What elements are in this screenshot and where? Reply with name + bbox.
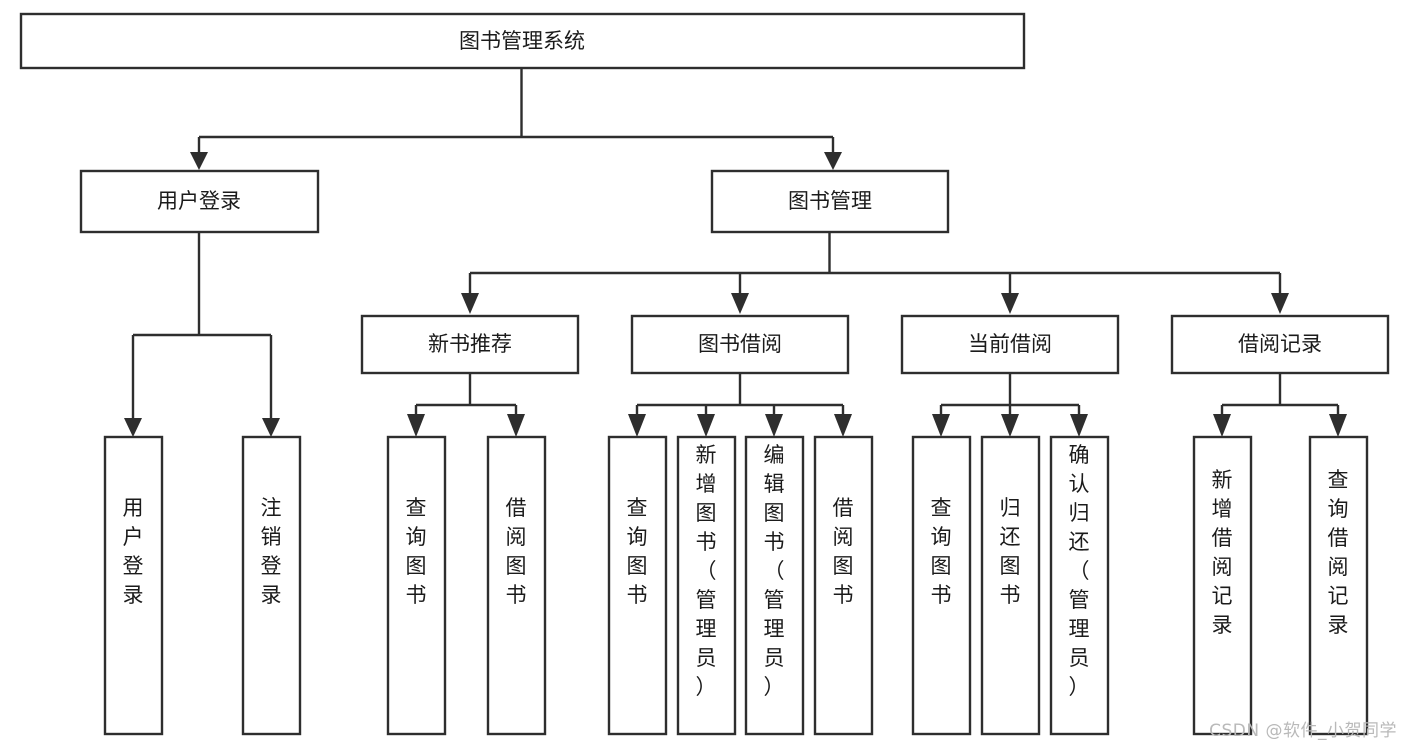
node-root[interactable]: 图书管理系统 [19, 12, 1026, 70]
arrowhead-icon [1070, 414, 1088, 437]
node-leaf-user-login-label: 用户登录 [123, 496, 144, 607]
node-leaf-return-book[interactable]: 归还图书 [980, 435, 1041, 736]
arrowhead-icon [1271, 293, 1289, 314]
node-leaf-borrow-book-2-label: 借阅图书 [833, 496, 854, 607]
node-leaf-borrow-book-1-box[interactable] [486, 435, 547, 736]
node-new-book-rec-label: 新书推荐 [428, 332, 512, 356]
node-borrow-record-label: 借阅记录 [1238, 332, 1322, 356]
node-leaf-logout-label: 注销登录 [261, 496, 282, 607]
node-leaf-query-book-3-box[interactable] [911, 435, 972, 736]
node-leaf-query-book-3[interactable]: 查询图书 [911, 435, 972, 736]
node-leaf-user-login-box[interactable] [103, 435, 164, 736]
node-user-login-box[interactable] [79, 169, 320, 234]
node-leaf-borrow-book-2-box[interactable] [813, 435, 874, 736]
node-current-borrow-box[interactable] [900, 314, 1120, 375]
node-borrow-record[interactable]: 借阅记录 [1170, 314, 1390, 375]
node-leaf-query-book-2-box[interactable] [607, 435, 668, 736]
connector-bookmanage-to-level3 [468, 232, 1282, 307]
node-current-borrow[interactable]: 当前借阅 [900, 314, 1120, 375]
connector-borrowrecord-to-leaves [1220, 373, 1340, 428]
node-leaf-edit-book[interactable]: 编辑图书（管理员） [744, 435, 805, 736]
arrowhead-icon [1329, 414, 1347, 437]
node-leaf-confirm-return[interactable]: 确认归还（管理员） [1049, 435, 1110, 736]
node-leaf-logout-box[interactable] [241, 435, 302, 736]
connector-userlogin-to-leaves [131, 232, 273, 428]
node-leaf-borrow-book-1[interactable]: 借阅图书 [486, 435, 547, 736]
node-leaf-user-login[interactable]: 用户登录 [103, 435, 164, 736]
arrowhead-icon [262, 418, 280, 437]
node-borrow-record-box[interactable] [1170, 314, 1390, 375]
node-root-label: 图书管理系统 [459, 29, 585, 53]
node-user-login-label: 用户登录 [157, 189, 241, 213]
node-book-manage[interactable]: 图书管理 [710, 169, 950, 234]
node-leaf-edit-book-label: 编辑图书（管理员） [764, 443, 785, 699]
node-book-manage-label: 图书管理 [788, 189, 872, 213]
node-leaf-confirm-return-box[interactable] [1049, 435, 1110, 736]
arrowhead-icon [834, 414, 852, 437]
node-leaf-add-book-label: 新增图书（管理员） [696, 443, 717, 699]
node-leaf-return-book-label: 归还图书 [1000, 496, 1021, 607]
node-leaf-query-book-1[interactable]: 查询图书 [386, 435, 447, 736]
arrowhead-icon [697, 414, 715, 437]
node-leaf-query-record-box[interactable] [1308, 435, 1369, 736]
arrowhead-group [124, 152, 1347, 437]
node-leaf-query-book-2-label: 查询图书 [627, 496, 648, 607]
node-root-box[interactable] [19, 12, 1026, 70]
arrowhead-icon [124, 418, 142, 437]
arrowhead-icon [507, 414, 525, 437]
arrowhead-icon [1213, 414, 1231, 437]
arrowhead-icon [407, 414, 425, 437]
arrowhead-icon [824, 152, 842, 170]
connector-root-to-level2 [197, 68, 835, 163]
node-leaf-query-book-1-label: 查询图书 [406, 496, 427, 607]
node-leaf-add-record[interactable]: 新增借阅记录 [1192, 435, 1253, 736]
node-leaf-confirm-return-label: 确认归还（管理员） [1069, 443, 1090, 699]
connector-group [131, 68, 1340, 428]
arrowhead-icon [932, 414, 950, 437]
connector-bookborrow-to-leaves [635, 373, 845, 428]
node-book-manage-box[interactable] [710, 169, 950, 234]
connector-newbookrec-to-leaves [414, 373, 518, 428]
arrowhead-icon [190, 152, 208, 170]
arrowhead-icon [461, 293, 479, 314]
node-leaf-return-book-box[interactable] [980, 435, 1041, 736]
node-leaf-add-record-box[interactable] [1192, 435, 1253, 736]
arrowhead-icon [731, 293, 749, 314]
node-leaf-add-book[interactable]: 新增图书（管理员） [676, 435, 737, 736]
node-new-book-rec[interactable]: 新书推荐 [360, 314, 580, 375]
node-user-login[interactable]: 用户登录 [79, 169, 320, 234]
node-book-borrow[interactable]: 图书借阅 [630, 314, 850, 375]
node-leaf-add-book-box[interactable] [676, 435, 737, 736]
arrowhead-icon [628, 414, 646, 437]
node-leaf-edit-book-box[interactable] [744, 435, 805, 736]
node-leaf-query-book-1-box[interactable] [386, 435, 447, 736]
node-book-borrow-box[interactable] [630, 314, 850, 375]
node-new-book-rec-box[interactable] [360, 314, 580, 375]
node-leaf-logout[interactable]: 注销登录 [241, 435, 302, 736]
node-leaf-borrow-book-2[interactable]: 借阅图书 [813, 435, 874, 736]
arrowhead-icon [1001, 293, 1019, 314]
node-leaf-query-book-2[interactable]: 查询图书 [607, 435, 668, 736]
node-leaf-query-record-label: 查询借阅记录 [1328, 468, 1349, 637]
node-leaf-query-record[interactable]: 查询借阅记录 [1308, 435, 1369, 736]
node-leaf-borrow-book-1-label: 借阅图书 [506, 496, 527, 607]
node-leaf-query-book-3-label: 查询图书 [931, 496, 952, 607]
arrowhead-icon [765, 414, 783, 437]
node-leaf-add-record-label: 新增借阅记录 [1212, 468, 1233, 637]
node-book-borrow-label: 图书借阅 [698, 332, 782, 356]
arrowhead-icon [1001, 414, 1019, 437]
node-current-borrow-label: 当前借阅 [968, 332, 1052, 356]
csdn-watermark: CSDN @软件_小贺同学 [1209, 721, 1397, 741]
